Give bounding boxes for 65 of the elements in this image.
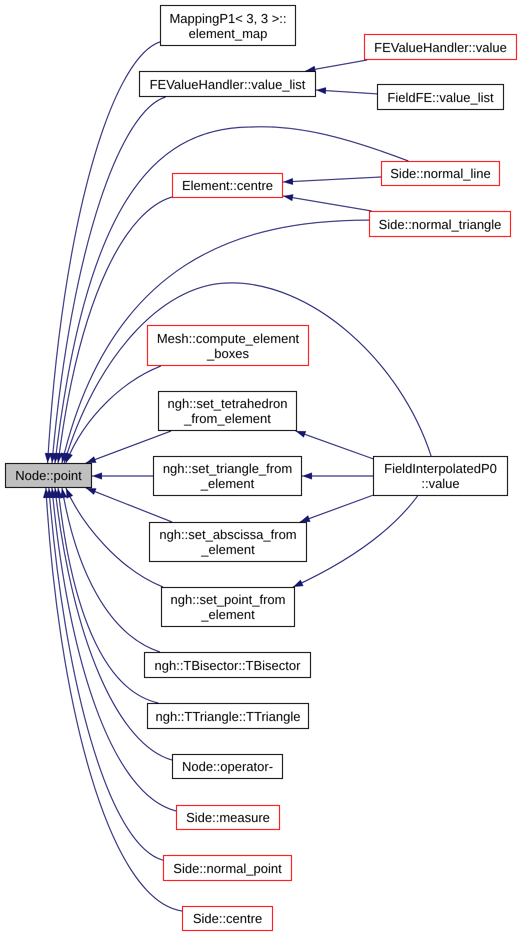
function-name: Side::normal_point bbox=[173, 860, 282, 876]
function-name: Side::normal_triangle bbox=[378, 216, 502, 232]
arrow bbox=[304, 60, 368, 73]
arrow bbox=[46, 488, 164, 861]
function-name: FEValueHandler::value bbox=[374, 40, 507, 54]
arrow bbox=[64, 282, 432, 464]
arrow bbox=[43, 488, 182, 912]
arrow bbox=[50, 488, 176, 812]
arrow bbox=[52, 126, 409, 464]
function-box bbox=[369, 211, 511, 237]
function-name: ngh::set_abscissa_from _element bbox=[158, 527, 298, 557]
function-box bbox=[373, 456, 508, 496]
function-box bbox=[158, 391, 297, 431]
arrow bbox=[85, 488, 173, 522]
function-box bbox=[161, 587, 295, 627]
arrow bbox=[302, 472, 374, 480]
arrow bbox=[92, 472, 154, 480]
function-name: FieldFE::value_list bbox=[387, 90, 494, 104]
arrow bbox=[61, 220, 370, 464]
function-box bbox=[139, 71, 316, 97]
arrow bbox=[282, 194, 372, 212]
function-box bbox=[147, 703, 309, 729]
arrow bbox=[282, 176, 382, 185]
function-name: ngh::set_tetrahedron _from_element bbox=[166, 396, 288, 426]
arrow bbox=[65, 488, 164, 588]
function-box bbox=[182, 906, 273, 931]
function-name: Mesh::compute_element _boxes bbox=[156, 330, 300, 360]
arrow bbox=[316, 87, 378, 94]
function-name: ngh::set_triangle_from _element bbox=[162, 461, 294, 491]
function-name: Side::normal_line bbox=[390, 166, 491, 181]
function-box bbox=[364, 34, 517, 60]
function-box bbox=[160, 5, 296, 46]
highlighted-function-box bbox=[5, 463, 92, 488]
function-name: ngh::TBisector::TBisector bbox=[154, 658, 300, 672]
arrow bbox=[85, 430, 172, 464]
function-name: Element::centre bbox=[182, 178, 274, 193]
function-name: ngh::set_point_from _element bbox=[170, 592, 286, 622]
function-name: Side::measure bbox=[186, 810, 270, 825]
arrow bbox=[56, 488, 159, 704]
function-name: FieldInterpolatedP0 ::value bbox=[383, 461, 498, 491]
function-name: Side::centre bbox=[192, 911, 262, 926]
arrow bbox=[60, 488, 160, 652]
function-box bbox=[176, 805, 280, 830]
function-box bbox=[147, 325, 309, 366]
arrow bbox=[56, 196, 172, 464]
function-box bbox=[172, 754, 283, 779]
function-box bbox=[149, 522, 307, 562]
function-box bbox=[144, 652, 311, 678]
function-name: Node::point bbox=[15, 468, 82, 483]
arrow bbox=[299, 494, 374, 522]
arrow bbox=[44, 41, 160, 464]
function-name: FEValueHandler::value_list bbox=[150, 76, 306, 92]
arrow bbox=[65, 366, 162, 464]
function-name: ngh::TTriangle::TTriangle bbox=[156, 708, 300, 724]
arrow bbox=[292, 496, 418, 588]
function-box bbox=[172, 173, 283, 198]
function-box bbox=[377, 84, 504, 110]
function-box bbox=[153, 456, 302, 496]
function-box bbox=[163, 855, 292, 881]
arrow bbox=[52, 488, 172, 760]
arrow bbox=[295, 430, 374, 460]
function-name: Node::operator- bbox=[182, 759, 274, 774]
function-name: MappingP1< 3, 3 >:: element_map bbox=[168, 10, 288, 40]
arrow bbox=[50, 96, 166, 464]
function-box bbox=[381, 161, 500, 186]
